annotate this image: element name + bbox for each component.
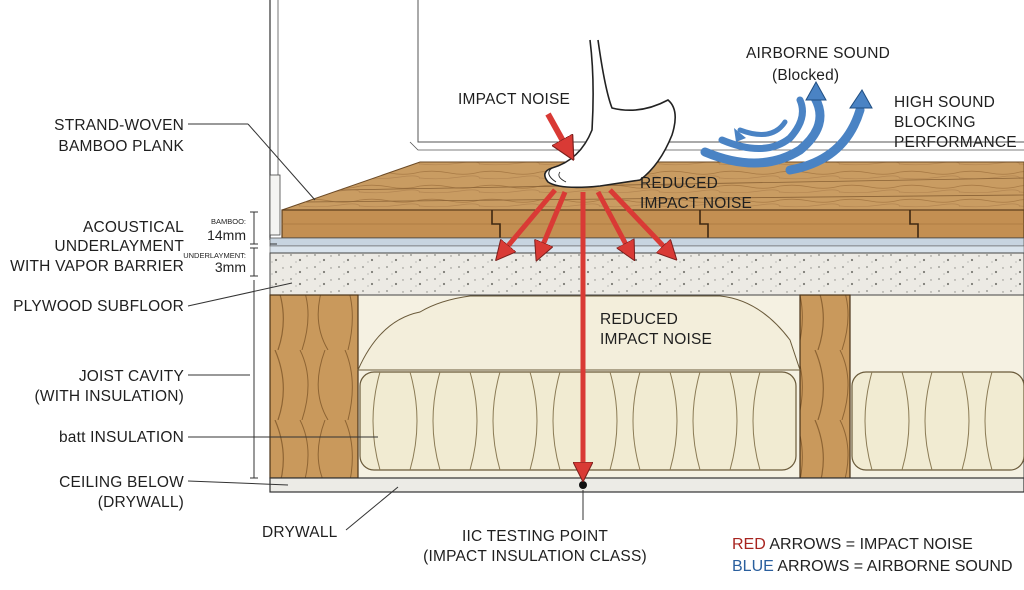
label-underlayment-line1: ACOUSTICAL — [83, 219, 184, 236]
underlayment-layer — [269, 237, 1024, 247]
reduced-arrow-3 — [595, 190, 630, 252]
label-ceiling-line2: (DRYWALL) — [98, 494, 184, 511]
label-iic-line1: IIC TESTING POINT — [462, 528, 608, 545]
legend-red: RED ARROWS = IMPACT NOISE — [732, 536, 973, 553]
joist-right — [799, 294, 851, 479]
label-joist-line2: (WITH INSULATION) — [35, 388, 185, 405]
dim-underlayment-value: 3mm — [215, 259, 246, 275]
dim-bamboo-value: 14mm — [207, 227, 246, 243]
label-batt: batt INSULATION — [59, 429, 184, 446]
label-plywood: PLYWOOD SUBFLOOR — [13, 298, 184, 315]
joist-left — [269, 294, 359, 479]
legend-red-rest: ARROWS = IMPACT NOISE — [766, 536, 973, 553]
impact-arrows — [502, 112, 670, 472]
vapor-barrier-layer — [269, 245, 1024, 254]
foot-illustration — [544, 39, 676, 189]
legend-blue-word: BLUE — [732, 558, 774, 575]
label-high-sound-line1: HIGH SOUND — [894, 94, 995, 111]
batt-insulation — [359, 371, 797, 471]
reduced-arrow-2 — [540, 191, 568, 252]
label-reduced-mid-line1: REDUCED — [600, 311, 678, 328]
joist-cavity — [269, 294, 1024, 479]
legend-blue-rest: ARROWS = AIRBORNE SOUND — [774, 558, 1013, 575]
label-reduced-top-line1: REDUCED — [640, 175, 718, 192]
label-underlayment-line3: WITH VAPOR BARRIER — [10, 258, 184, 275]
legend-blue: BLUE ARROWS = AIRBORNE SOUND — [732, 558, 1013, 575]
reduced-arrow-1 — [502, 188, 557, 253]
iic-test-point-marker — [579, 481, 587, 489]
impact-noise-arrow — [545, 112, 568, 150]
label-impact-noise: IMPACT NOISE — [458, 91, 570, 108]
airborne-arrows — [700, 80, 873, 175]
dim-bamboo-label: BAMBOO: — [211, 217, 246, 226]
label-underlayment-line2: UNDERLAYMENT — [54, 238, 184, 255]
reduced-arrow-4 — [608, 188, 670, 253]
bamboo-plank-layer — [281, 161, 1024, 239]
label-ceiling-line1: CEILING BELOW — [59, 474, 184, 491]
label-iic-line2: (IMPACT INSULATION CLASS) — [423, 548, 647, 565]
label-airborne-line2: (Blocked) — [772, 67, 839, 84]
label-reduced-top-line2: IMPACT NOISE — [640, 195, 752, 212]
label-high-sound-line2: BLOCKING — [894, 114, 976, 131]
label-high-sound-line3: PERFORMANCE — [894, 134, 1017, 151]
plywood-subfloor-layer — [269, 252, 1024, 296]
batt-insulation-right — [851, 371, 1024, 471]
label-joist-line1: JOIST CAVITY — [79, 368, 184, 385]
drywall-ceiling — [269, 477, 1024, 493]
label-airborne-line1: AIRBORNE SOUND — [746, 45, 890, 62]
dim-underlayment-label: UNDERLAYMENT: — [183, 251, 246, 260]
label-plank-line2: BAMBOO PLANK — [58, 138, 184, 155]
label-plank-line1: STRAND-WOVEN — [54, 117, 184, 134]
legend-red-word: RED — [732, 536, 766, 553]
label-drywall: DRYWALL — [262, 524, 338, 541]
leader-lines — [187, 123, 584, 531]
label-reduced-mid-line2: IMPACT NOISE — [600, 331, 712, 348]
